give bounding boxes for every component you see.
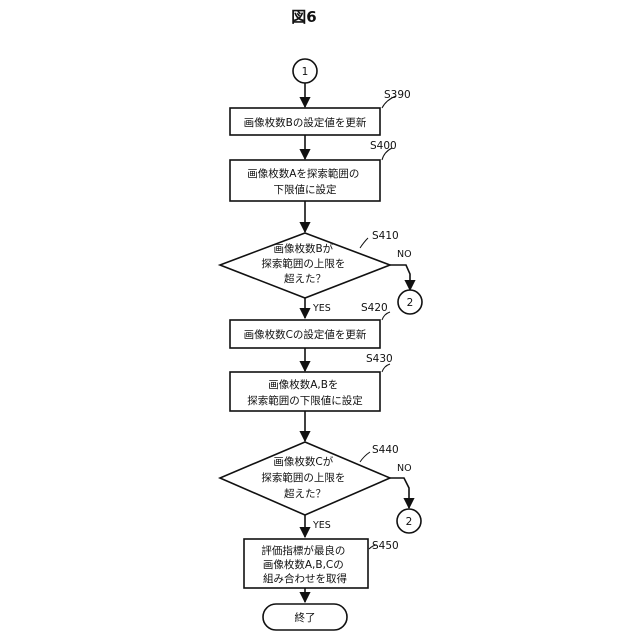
step-s450-line-3: 組み合わせを取得	[263, 572, 347, 585]
off-page-connector-2a-label: 2	[407, 297, 414, 309]
step-s430-id: S430	[366, 353, 393, 365]
decision-s440-yes-label: YES	[312, 520, 331, 531]
svg-text:評価指標が最良の 画像枚数A,B,Cの: 評価指標が最良の 画像枚数A,B,Cの 組み合わせを取得	[261, 544, 348, 585]
step-s430-line-1: 画像枚数A,Bを	[268, 378, 338, 391]
svg-text:画像枚数Cの設定値を更新: 画像枚数Cの設定値を更新	[244, 328, 367, 341]
step-s390-line-1: 画像枚数Bの設定値を更新	[244, 116, 367, 129]
end-terminator: 終了	[263, 604, 347, 630]
decision-s440-line-2: 探索範囲の上限を	[261, 471, 345, 484]
decision-s440-no-label: NO	[397, 463, 412, 474]
step-s420: 画像枚数Cの設定値を更新 S420	[230, 302, 390, 348]
decision-s410-id: S410	[372, 230, 399, 242]
off-page-connector-2a: 2	[398, 290, 422, 314]
decision-s440-line-3: 超えた？	[284, 487, 326, 500]
step-s430-line-2: 探索範囲の下限値に設定	[247, 394, 363, 407]
step-s400-line-1: 画像枚数Aを探索範囲の	[247, 167, 359, 180]
decision-s440-id: S440	[372, 444, 399, 456]
arrow-s410-no	[390, 265, 410, 290]
svg-text:画像枚数Bの設定値を更新: 画像枚数Bの設定値を更新	[244, 116, 367, 129]
step-s400-line-2: 下限値に設定	[274, 183, 337, 196]
step-s450: 評価指標が最良の 画像枚数A,B,Cの 組み合わせを取得 S450	[244, 539, 399, 588]
step-s450-id: S450	[372, 540, 399, 552]
arrow-s440-no	[390, 478, 409, 508]
step-s420-line-1: 画像枚数Cの設定値を更新	[244, 328, 367, 341]
step-s420-id: S420	[361, 302, 388, 314]
step-s390-id: S390	[384, 89, 411, 101]
decision-s440-line-1: 画像枚数Cが	[273, 455, 333, 468]
figure-title: 図6	[291, 8, 316, 26]
decision-s410-line-2: 探索範囲の上限を	[261, 257, 345, 270]
off-page-connector-2b: 2	[397, 509, 421, 533]
step-s450-line-2: 画像枚数A,B,Cの	[263, 558, 344, 571]
decision-s440: 画像枚数Cが 探索範囲の上限を 超えた？ S440 YES NO	[220, 442, 412, 531]
step-s430: 画像枚数A,Bを 探索範囲の下限値に設定 S430	[230, 353, 393, 411]
off-page-connector-2b-label: 2	[406, 516, 413, 528]
decision-s410-line-1: 画像枚数Bが	[273, 242, 333, 255]
step-s400: 画像枚数Aを探索範囲の 下限値に設定 S400	[230, 140, 397, 201]
step-s390: 画像枚数Bの設定値を更新 S390	[230, 89, 411, 135]
decision-s410-no-label: NO	[397, 249, 412, 260]
start-connector: 1	[293, 59, 317, 83]
step-s450-line-1: 評価指標が最良の	[261, 544, 345, 557]
decision-s410-line-3: 超えた？	[284, 272, 326, 285]
end-label: 終了	[295, 611, 316, 624]
start-connector-label: 1	[302, 66, 309, 78]
step-s400-id: S400	[370, 140, 397, 152]
decision-s410-yes-label: YES	[312, 303, 331, 314]
